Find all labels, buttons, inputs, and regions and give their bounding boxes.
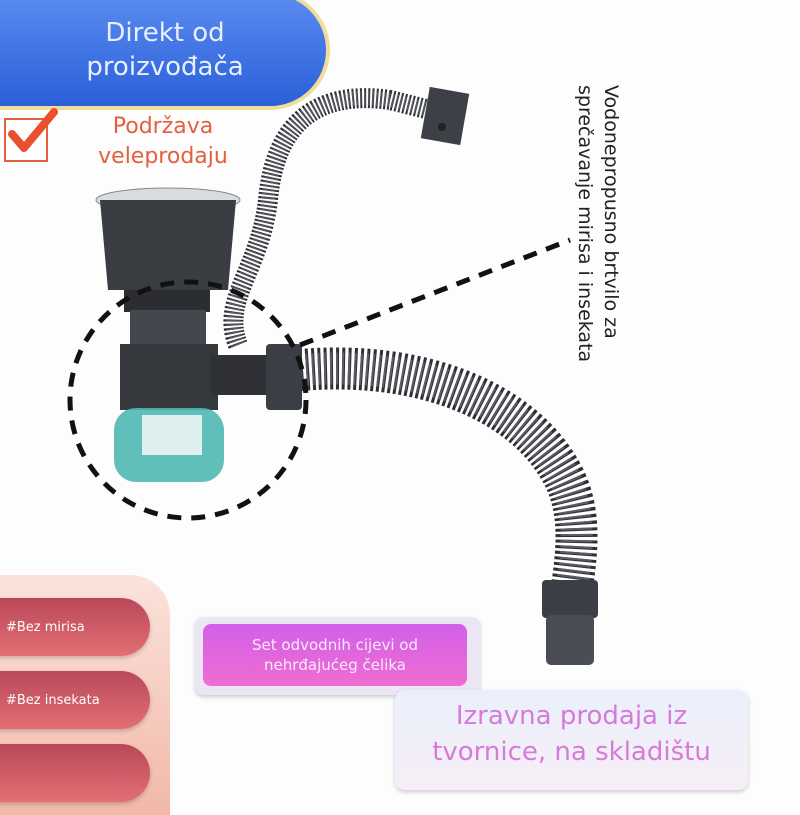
checkbox-badge bbox=[4, 108, 58, 162]
direct-sale-line1: Izravna prodaja iz bbox=[455, 701, 688, 731]
set-label-line1: Set odvodnih cijevi od bbox=[252, 636, 418, 654]
seal-highlight-circle bbox=[67, 279, 309, 521]
callout-dashed-line bbox=[299, 237, 571, 348]
tag-empty bbox=[0, 744, 150, 802]
set-label-line2: nehrđajućeg čelika bbox=[263, 656, 406, 674]
banner-line1: Direkt od bbox=[105, 18, 225, 48]
manufacturer-banner: Direkt od proizvođača bbox=[0, 0, 330, 110]
drain-hose bbox=[298, 347, 598, 611]
direct-sale-line2: tvornice, na skladištu bbox=[432, 737, 711, 767]
tag-no-insects: #Bez insekata bbox=[0, 671, 150, 729]
set-label: Set odvodnih cijevi od nehrđajućeg čelika bbox=[203, 624, 467, 686]
wholesale-line1: Podržava bbox=[112, 114, 214, 139]
seal-callout-text: Vodonepropusno brtvilo za sprečavanje mi… bbox=[572, 85, 624, 415]
set-label-box: Set odvodnih cijevi od nehrđajućeg čelika bbox=[195, 617, 480, 695]
overflow-connector bbox=[420, 86, 470, 146]
tag-no-odor: #Bez mirisa bbox=[0, 598, 150, 656]
wholesale-label: Podržava veleprodaju bbox=[78, 112, 248, 172]
seal-callout-line1: Vodonepropusno brtvilo za bbox=[600, 85, 622, 339]
seal-callout-line2: sprečavanje mirisa i insekata bbox=[574, 85, 596, 363]
banner-line2: proizvođača bbox=[86, 52, 244, 82]
checkmark-icon bbox=[8, 108, 58, 152]
wholesale-line2: veleprodaju bbox=[98, 144, 228, 169]
hose-end-fitting bbox=[542, 580, 598, 618]
direct-sale-box: Izravna prodaja iz tvornice, na skladištu bbox=[395, 690, 748, 790]
